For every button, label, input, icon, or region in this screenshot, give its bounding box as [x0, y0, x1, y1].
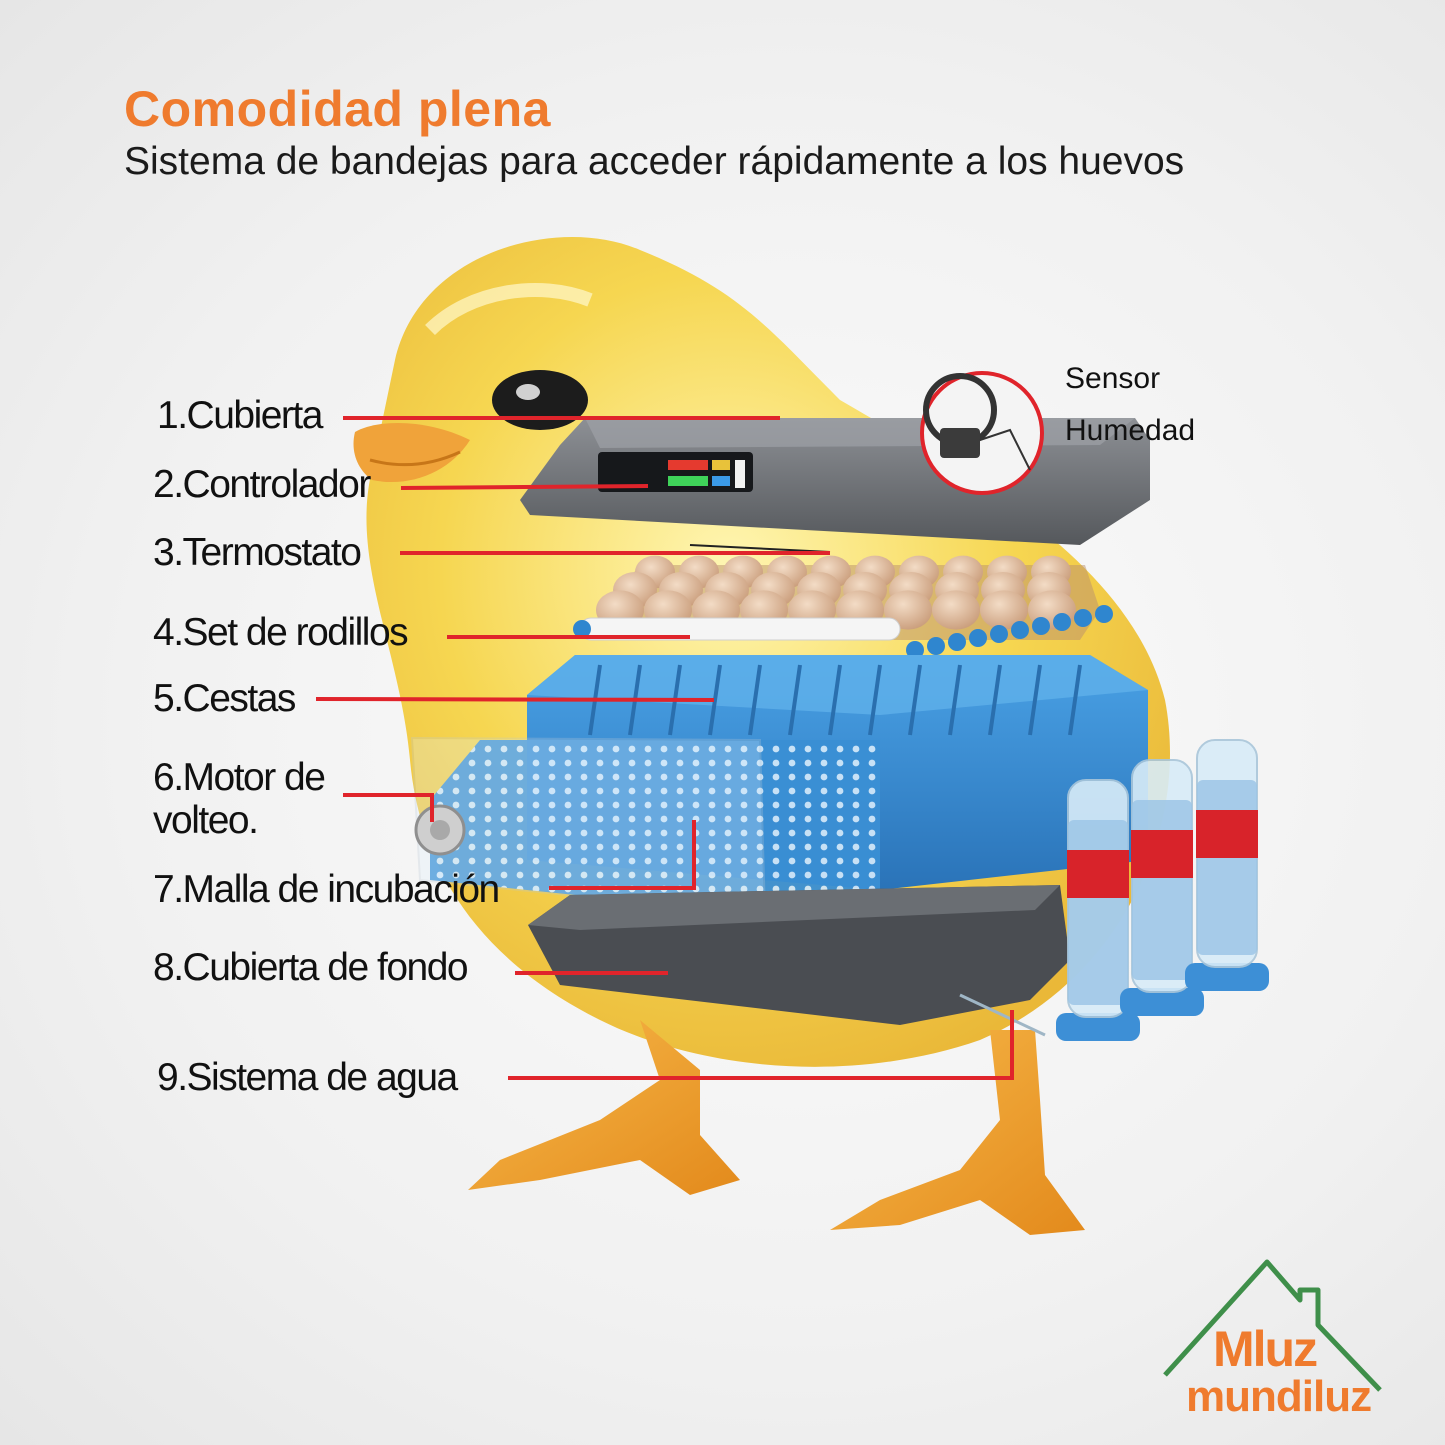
logo-name: mundiluz: [1186, 1372, 1372, 1421]
house-roof-icon: [1163, 1259, 1382, 1392]
basket-rib: [748, 664, 762, 736]
part-label-6-line2: volteo.: [153, 799, 259, 842]
part-label-1: 1.Cubierta: [157, 394, 323, 437]
roller-set: [573, 605, 1113, 659]
roller-cap: [948, 633, 966, 651]
leader-line-7: [549, 820, 696, 890]
part-label-2: 2.Controlador: [153, 463, 371, 506]
roller-cap: [573, 620, 591, 638]
egg: [932, 590, 980, 630]
basket-rib: [788, 664, 802, 736]
leader-line-9: [508, 1010, 1014, 1080]
part-label-7: 7.Malla de incubación: [153, 868, 500, 911]
part-label-3: 3.Termostato: [153, 531, 362, 574]
part-label-6-line1: 6.Motor de: [153, 756, 326, 799]
leader-line-5: [315, 697, 715, 702]
bottom-cover: [528, 885, 1070, 1025]
basket-rib: [828, 664, 842, 736]
bottle-water: [1132, 800, 1192, 980]
basket-rib: [948, 664, 962, 736]
egg: [884, 590, 932, 630]
sensor-label-line2: Humedad: [1065, 414, 1196, 447]
roller-cap: [906, 641, 924, 659]
bottle-base: [1056, 1013, 1140, 1041]
part-label-8: 8.Cubierta de fondo: [153, 946, 469, 989]
basket-rib: [908, 664, 922, 736]
water-bottle-icon: [959, 739, 1269, 1041]
sensor-magnifier-icon: [920, 371, 1044, 495]
leader-lines: [315, 416, 1014, 1080]
roller-cap: [1053, 613, 1071, 631]
leader-line-2: [400, 484, 649, 490]
basket-rib: [1028, 664, 1042, 736]
basket-rib: [868, 664, 882, 736]
roller-cap: [927, 637, 945, 655]
bottle-water: [1197, 780, 1257, 955]
bottle-label: [1196, 810, 1258, 858]
part-label-9: 9.Sistema de agua: [157, 1056, 458, 1099]
roller-cap: [1074, 609, 1092, 627]
bottle-base: [1185, 963, 1269, 991]
part-label-5: 5.Cestas: [153, 677, 296, 720]
bottle-base: [1120, 988, 1204, 1016]
basket-rib: [988, 664, 1002, 736]
hatching-drawer: [410, 736, 880, 917]
bottle-label: [1131, 830, 1193, 878]
roller-cap: [990, 625, 1008, 643]
page-title: Comodidad plena: [124, 81, 551, 137]
part-label-4: 4.Set de rodillos: [153, 611, 409, 654]
page-subtitle: Sistema de bandejas para acceder rápidam…: [124, 140, 1185, 183]
bottle-water: [1068, 820, 1128, 1005]
basket-rib: [708, 664, 722, 736]
roller-cap: [1032, 617, 1050, 635]
roller-cap: [1011, 621, 1029, 639]
basket-rib: [1068, 664, 1082, 736]
sensor-label-line1: Sensor: [1065, 362, 1161, 395]
roller-cap: [1095, 605, 1113, 623]
egg: [980, 590, 1028, 630]
logo-mark: Mluz: [1213, 1321, 1318, 1377]
leader-line-6: [343, 793, 434, 822]
bottle-label: [1067, 850, 1129, 898]
roller-cap: [969, 629, 987, 647]
